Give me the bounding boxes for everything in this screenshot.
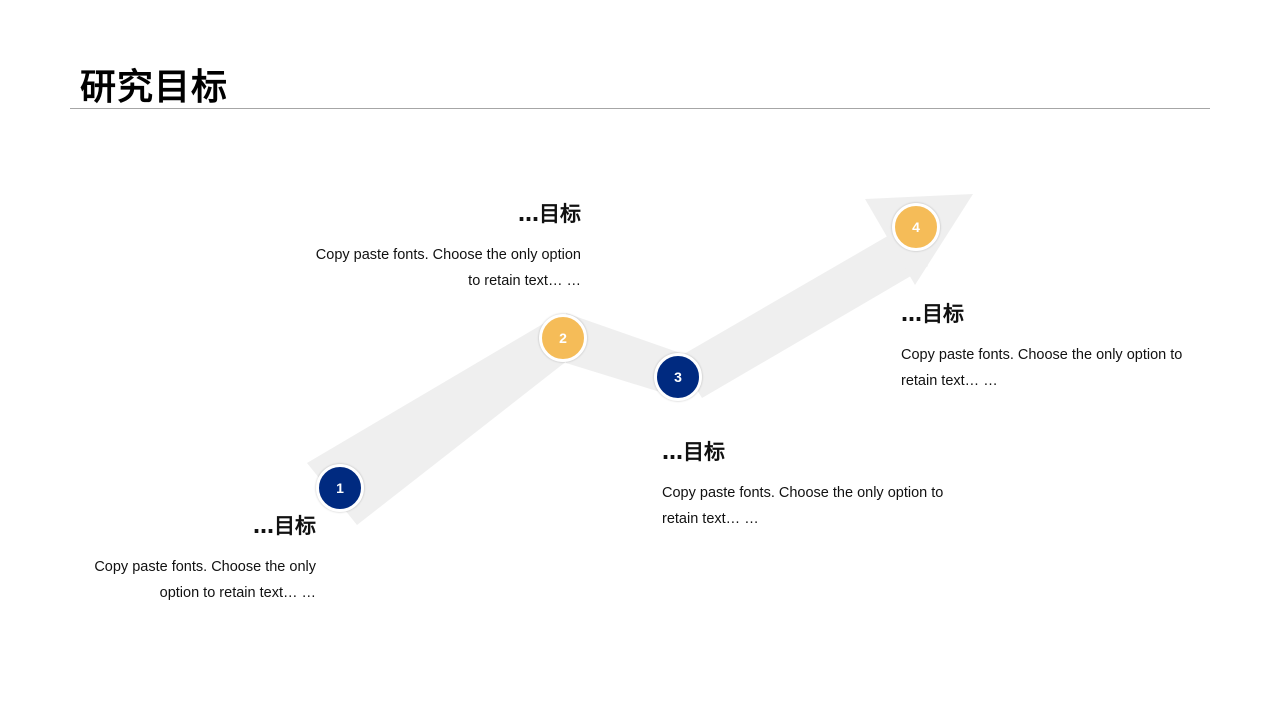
path-segment-3-4 (677, 226, 928, 398)
step-3-block: …目标 Copy paste fonts. Choose the only op… (662, 436, 952, 532)
step-1-marker: 1 (316, 464, 364, 512)
step-2-text: Copy paste fonts. Choose the only option… (315, 247, 581, 289)
step-1-heading: …目标 (253, 514, 316, 538)
step-4-number: 4 (912, 219, 920, 235)
step-4-marker: 4 (892, 203, 940, 251)
step-3-text: Copy paste fonts. Choose the only option… (662, 485, 944, 527)
step-3-number: 3 (674, 369, 682, 385)
step-2-number: 2 (559, 330, 567, 346)
step-1-text: Copy paste fonts. Choose the only option… (94, 559, 316, 601)
step-2-heading: …目标 (518, 202, 581, 226)
step-2-block: …目标 Copy paste fonts. Choose the only op… (300, 198, 581, 294)
title-divider (70, 108, 1210, 109)
step-4-heading: …目标 (901, 302, 964, 326)
page-title: 研究目标 (80, 67, 229, 108)
step-1-number: 1 (336, 480, 344, 496)
step-1-block: …目标 Copy paste fonts. Choose the only op… (86, 510, 316, 606)
step-3-heading: …目标 (662, 440, 725, 464)
step-4-text: Copy paste fonts. Choose the only option… (901, 347, 1183, 389)
step-2-marker: 2 (539, 314, 587, 362)
step-4-block: …目标 Copy paste fonts. Choose the only op… (901, 298, 1191, 394)
path-segment-1-2 (307, 318, 586, 525)
step-3-marker: 3 (654, 353, 702, 401)
